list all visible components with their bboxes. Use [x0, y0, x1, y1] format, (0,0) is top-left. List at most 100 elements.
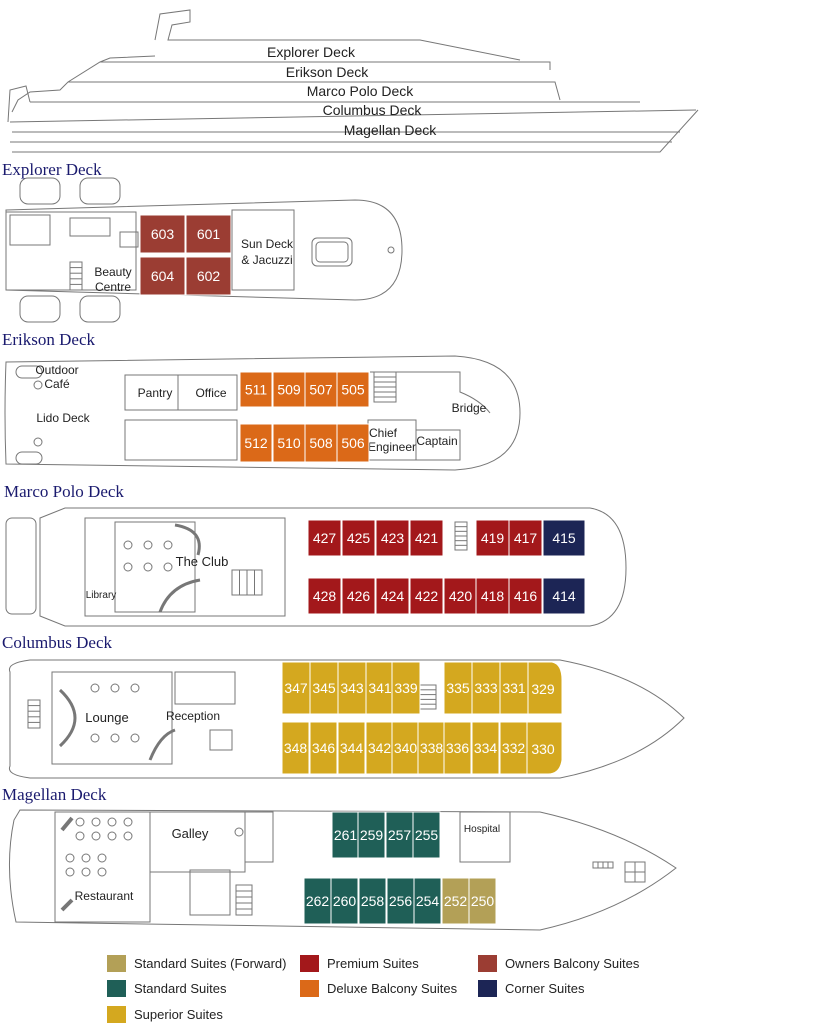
deck-heading-marco-polo: Marco Polo Deck [4, 482, 124, 501]
cabin-number: 509 [277, 382, 301, 398]
cabin [341, 519, 376, 557]
cabin-number: 334 [474, 740, 498, 756]
cabin-number: 259 [360, 827, 384, 843]
hatch-icon [624, 871, 636, 883]
cabin-number: 262 [306, 893, 330, 909]
table-icon [130, 733, 140, 743]
legend-item-owners-balcony: Owners Balcony Suites [478, 955, 639, 972]
cabin [303, 877, 332, 925]
bench-icon [60, 898, 74, 912]
legend-item-superior: Superior Suites [107, 1006, 223, 1023]
cabin [139, 256, 186, 296]
pantry-label: Pantry [138, 386, 173, 400]
tender-icon [5, 517, 37, 615]
cabin-number: 329 [531, 681, 555, 697]
bollard-icon [33, 380, 43, 390]
cabin-number: 427 [313, 530, 337, 546]
lift-icon [209, 729, 233, 751]
explorer-room [69, 217, 111, 237]
lifebuoy-icon [15, 365, 43, 379]
reception-room [174, 671, 236, 705]
cabin-number: 421 [415, 530, 439, 546]
cabin-number: 339 [394, 680, 418, 696]
legend-swatch [107, 980, 126, 997]
cafe-label: Café [44, 377, 70, 391]
galley-label: Galley [172, 826, 209, 841]
magellan-deck-outline [8, 809, 677, 931]
jacuzzi-label: & Jacuzzi [241, 253, 292, 267]
profile-label-marcopolo: Marco Polo Deck [307, 83, 415, 99]
profile-hull [12, 109, 699, 153]
cabin [272, 371, 306, 408]
table-icon [143, 562, 153, 572]
cabin [391, 661, 421, 715]
cabin-number: 428 [313, 588, 337, 604]
table-icon [123, 540, 133, 550]
cabin [309, 661, 339, 715]
cabin [336, 371, 370, 408]
deck-heading-explorer: Explorer Deck [2, 160, 102, 179]
cabin-number: 257 [388, 827, 412, 843]
table-icon [90, 683, 100, 693]
profile-marcopolo-line [68, 81, 561, 101]
cabin [413, 877, 442, 925]
table-icon [110, 733, 120, 743]
legend-label: Deluxe Balcony Suites [327, 981, 458, 996]
table-icon [65, 867, 75, 877]
cabin [468, 877, 497, 925]
jacuzzi-icon [311, 237, 353, 267]
cabin-number: 414 [552, 588, 576, 604]
lifeboat-icon [19, 177, 61, 205]
cabin-number: 601 [197, 226, 221, 242]
table-icon [91, 817, 101, 827]
cabin [341, 577, 376, 615]
table-icon [75, 831, 85, 841]
stair-curve [158, 578, 201, 613]
cabin-number: 506 [341, 435, 365, 451]
cabin [409, 577, 444, 615]
cabin [542, 577, 586, 615]
legend-label: Premium Suites [327, 956, 419, 971]
cabin [527, 661, 563, 715]
cabin [357, 811, 386, 859]
legend-item-deluxe-balcony: Deluxe Balcony Suites [300, 980, 457, 997]
cabin [471, 661, 501, 715]
engineer-label: Engineer [368, 440, 416, 454]
cabin [526, 721, 563, 775]
cabin-number: 417 [514, 530, 538, 546]
cabin [331, 811, 360, 859]
hatch-icon [634, 861, 646, 873]
erikson-service-block [124, 419, 238, 461]
hatch-icon [624, 861, 636, 873]
explorer-room [9, 214, 51, 246]
restaurant-label: Restaurant [75, 889, 134, 903]
pantry-office-block [124, 374, 238, 411]
table-icon [130, 683, 140, 693]
cabin [330, 877, 359, 925]
cabin-number: 424 [381, 588, 405, 604]
table-icon [107, 817, 117, 827]
galley-room [149, 811, 246, 873]
table-icon [123, 817, 133, 827]
lifeboat-icon [79, 177, 121, 205]
cabin [391, 721, 420, 775]
cabin-number: 423 [381, 530, 405, 546]
columbus-deck-outline [8, 659, 685, 779]
table-icon [123, 831, 133, 841]
table-icon [91, 831, 101, 841]
cabin-number: 604 [151, 268, 175, 284]
cabin-number: 426 [347, 588, 371, 604]
cabin-number: 336 [446, 740, 470, 756]
cabin [499, 661, 529, 715]
cabin [336, 423, 370, 463]
cabin-number: 338 [420, 740, 444, 756]
cabin [375, 577, 410, 615]
legend-label: Standard Suites (Forward) [134, 956, 287, 971]
cabin [471, 721, 500, 775]
cabin [239, 371, 273, 408]
legend-label: Owners Balcony Suites [505, 956, 640, 971]
table-icon [81, 853, 91, 863]
sun-deck-label: Sun Deck [241, 237, 294, 251]
cabin-number: 419 [481, 530, 505, 546]
